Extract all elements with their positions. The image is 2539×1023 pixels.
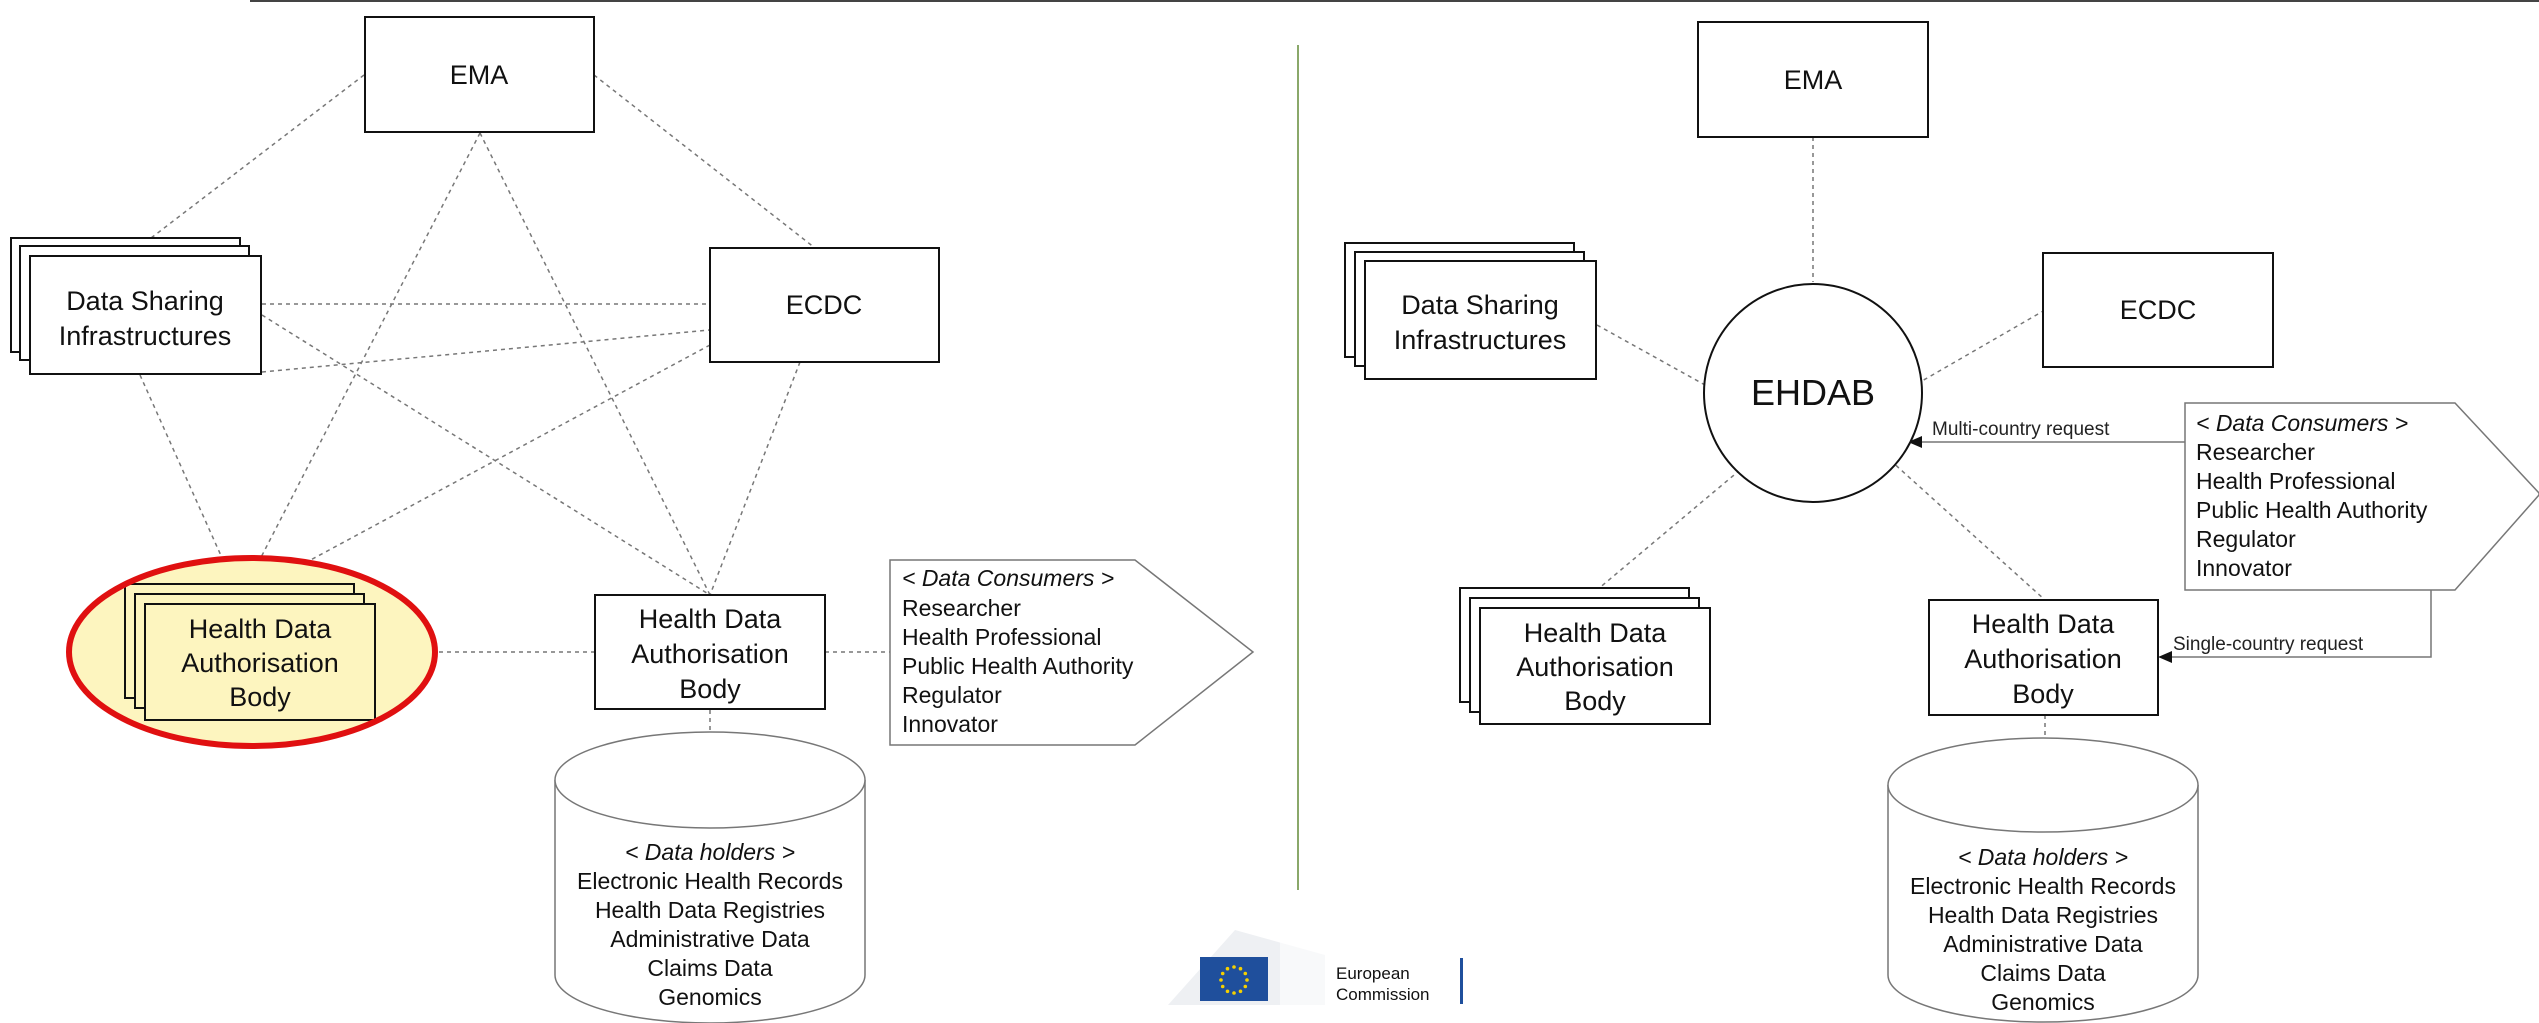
right-hdab-stack-line3: Body bbox=[1564, 686, 1626, 716]
left-data-holders: < Data holders > Electronic Health Recor… bbox=[554, 731, 866, 1023]
right-hdab-stack: Health Data Authorisation Body bbox=[1459, 587, 1711, 725]
right-ema-label: EMA bbox=[1784, 65, 1843, 95]
left-dsi-stack: Data Sharing Infrastructures bbox=[10, 237, 262, 375]
left-panel: EMA ECDC Data Sharing Infrastructures He… bbox=[10, 16, 1255, 1023]
multi-country-request-label: Multi-country request bbox=[1932, 419, 2110, 440]
left-hdab-line3: Body bbox=[679, 674, 741, 704]
european-commission-logo: European Commission bbox=[1168, 930, 1463, 1006]
right-holders-heading: < Data holders > bbox=[1958, 844, 2128, 870]
left-consumer-item: Innovator bbox=[902, 711, 998, 737]
left-holder-item: Genomics bbox=[658, 984, 762, 1010]
right-dsi-line1: Data Sharing bbox=[1401, 290, 1559, 320]
left-hdab-stack-line3: Body bbox=[229, 682, 291, 712]
ehdab-label: EHDAB bbox=[1751, 372, 1875, 413]
left-ema-label: EMA bbox=[450, 60, 509, 90]
right-holder-item: Administrative Data bbox=[1943, 931, 2143, 957]
right-consumer-item: Innovator bbox=[2196, 555, 2292, 581]
logo-text-line2: Commission bbox=[1336, 985, 1430, 1004]
right-hdab-line1: Health Data bbox=[1972, 609, 2116, 639]
left-hdab-stack-line2: Authorisation bbox=[181, 648, 339, 678]
left-ecdc-node: ECDC bbox=[709, 247, 940, 363]
right-hdab-line2: Authorisation bbox=[1964, 644, 2122, 674]
right-hdab-node: Health Data Authorisation Body bbox=[1928, 599, 2159, 716]
right-holder-item: Electronic Health Records bbox=[1910, 873, 2176, 899]
right-dsi-line2: Infrastructures bbox=[1394, 325, 1567, 355]
left-dsi-line2: Infrastructures bbox=[59, 321, 232, 351]
left-highlighted-hdab: Health Data Authorisation Body bbox=[66, 555, 438, 749]
right-panel: EMA ECDC EHDAB Data Sharing Infrastructu… bbox=[1344, 21, 2539, 1023]
right-holder-item: Claims Data bbox=[1980, 960, 2105, 986]
highlight-ring bbox=[66, 555, 438, 749]
right-ehdab-node: EHDAB bbox=[1703, 283, 1923, 503]
left-data-consumers: < Data Consumers > Researcher Health Pro… bbox=[889, 559, 1255, 746]
right-holder-item: Genomics bbox=[1991, 989, 2095, 1015]
right-ecdc-node: ECDC bbox=[2042, 252, 2274, 368]
right-holder-item: Health Data Registries bbox=[1928, 902, 2158, 928]
left-consumer-item: Regulator bbox=[902, 682, 1002, 708]
right-consumer-item: Researcher bbox=[2196, 439, 2315, 465]
eu-stars bbox=[1219, 965, 1249, 995]
right-connectors bbox=[1584, 137, 2432, 750]
left-consumers-heading: < Data Consumers > bbox=[902, 565, 1114, 591]
left-dsi-line1: Data Sharing bbox=[66, 286, 224, 316]
left-holders-heading: < Data holders > bbox=[625, 839, 795, 865]
left-holder-item: Health Data Registries bbox=[595, 897, 825, 923]
right-consumer-item: Public Health Authority bbox=[2196, 497, 2428, 523]
left-connectors bbox=[137, 74, 890, 745]
single-country-request-label: Single-country request bbox=[2173, 634, 2364, 655]
right-data-consumers: < Data Consumers > Researcher Health Pro… bbox=[2184, 402, 2539, 591]
left-hdab-stack-line1: Health Data bbox=[189, 614, 333, 644]
right-hdab-stack-line2: Authorisation bbox=[1516, 652, 1674, 682]
right-consumer-item: Regulator bbox=[2196, 526, 2296, 552]
right-consumers-heading: < Data Consumers > bbox=[2196, 410, 2408, 436]
right-hdab-line3: Body bbox=[2012, 679, 2074, 709]
left-ema-node: EMA bbox=[364, 16, 595, 133]
left-hdab-line2: Authorisation bbox=[631, 639, 789, 669]
right-hdab-stack-line1: Health Data bbox=[1524, 618, 1668, 648]
right-data-holders: < Data holders > Electronic Health Recor… bbox=[1887, 737, 2199, 1023]
left-hdab-line1: Health Data bbox=[639, 604, 783, 634]
left-consumer-item: Public Health Authority bbox=[902, 653, 1134, 679]
left-ecdc-label: ECDC bbox=[786, 290, 863, 320]
right-ecdc-label: ECDC bbox=[2120, 295, 2197, 325]
left-holder-item: Administrative Data bbox=[610, 926, 810, 952]
right-dsi-stack: Data Sharing Infrastructures bbox=[1344, 242, 1597, 380]
left-holder-item: Claims Data bbox=[647, 955, 772, 981]
right-ema-node: EMA bbox=[1697, 21, 1929, 138]
logo-bar bbox=[1460, 958, 1463, 1004]
left-consumer-item: Researcher bbox=[902, 595, 1021, 621]
logo-text-line1: European bbox=[1336, 964, 1410, 983]
left-hdab-node: Health Data Authorisation Body bbox=[594, 594, 826, 710]
left-consumer-item: Health Professional bbox=[902, 624, 1101, 650]
left-holder-item: Electronic Health Records bbox=[577, 868, 843, 894]
right-consumer-item: Health Professional bbox=[2196, 468, 2395, 494]
